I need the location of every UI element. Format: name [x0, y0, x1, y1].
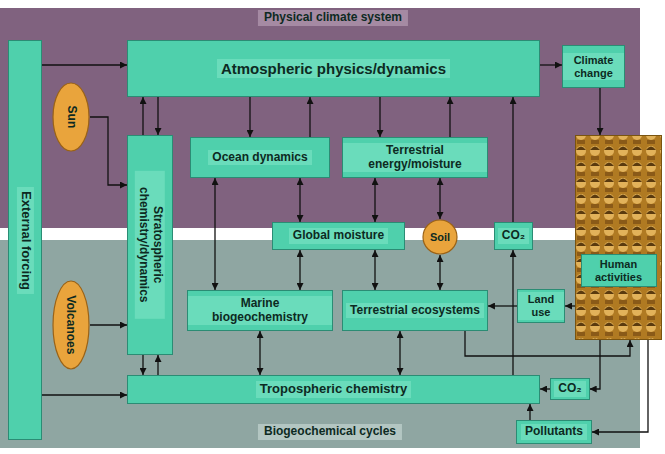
node-label: External forcing: [17, 187, 34, 294]
flow-arrow: [42, 394, 127, 395]
flow-arrow: [142, 355, 143, 375]
process-box: Terrestrial energy/moisture: [342, 137, 488, 178]
process-box: Global moisture: [272, 222, 405, 250]
crowd-picture: [575, 135, 662, 340]
process-box: Atmospheric physics/dynamics: [127, 40, 540, 97]
flow-arrow: [374, 250, 375, 290]
flow-arrow: [214, 178, 215, 290]
node-label: CO₂: [498, 228, 529, 244]
volcano-oval: Volcanoes: [52, 280, 90, 370]
flow-arrow: [249, 97, 250, 137]
process-box: Terrestrial ecosystems: [342, 290, 488, 331]
process-box: Ocean dynamics: [190, 137, 330, 178]
flow-arrow: [599, 88, 600, 135]
flow-arrow: [565, 305, 575, 306]
node-label: Land use: [518, 292, 564, 319]
flow-arrow: [157, 355, 158, 375]
node-label: Ocean dynamics: [208, 150, 311, 166]
region-label: Biogeochemical cycles: [258, 424, 402, 440]
flow-arrow: [590, 340, 600, 389]
process-box: Stratospheric chemistry/dynamics: [127, 135, 173, 355]
flow-arrow: [439, 178, 440, 219]
flow-arrow: [488, 305, 517, 306]
oval-shape: [423, 220, 457, 254]
biogeochemical-region: [0, 240, 640, 448]
node-label: Tropospheric chemistry: [256, 381, 411, 398]
flow-arrow: [90, 117, 127, 185]
flow-arrow: [540, 64, 562, 65]
flow-arrow: [259, 331, 260, 375]
outcome-box: Climate change: [562, 45, 625, 88]
forcing-bar: External forcing: [8, 40, 42, 440]
node-label: Pollutants: [521, 424, 587, 440]
flow-arrow: [299, 250, 300, 290]
region-label-holder: Physical climate system: [258, 10, 408, 26]
flux-box: CO₂: [550, 378, 589, 400]
node-label: CO₂: [554, 381, 585, 397]
flow-arrow: [42, 64, 127, 65]
driver-box: Land use: [517, 289, 565, 322]
oval-shape: [53, 83, 89, 151]
node-label: Volcanoes: [64, 295, 78, 354]
region-label-holder: Biogeochemical cycles: [258, 424, 402, 440]
flux-box: CO₂: [494, 222, 533, 250]
node-label: Atmospheric physics/dynamics: [217, 59, 450, 78]
oval-shape: [53, 281, 89, 369]
flow-arrow: [299, 178, 300, 222]
flow-arrow: [399, 331, 400, 375]
node-label: Climate change: [563, 53, 624, 80]
flow-arrow: [439, 255, 440, 290]
node-label: Marine biogeochemistry: [188, 296, 332, 326]
flow-arrow: [540, 388, 550, 389]
flow-arrow: [142, 97, 143, 135]
node-label: Terrestrial ecosystems: [346, 303, 484, 319]
process-box: Tropospheric chemistry: [127, 375, 540, 404]
panel-label: Human activities: [581, 254, 657, 287]
flow-arrow: [512, 97, 513, 222]
flow-arrow: [309, 97, 310, 137]
driver-box: Pollutants: [516, 420, 592, 444]
process-box: Marine biogeochemistry: [187, 290, 333, 331]
flow-arrow: [90, 324, 127, 325]
sun-oval: Sun: [52, 82, 90, 152]
flow-arrow: [157, 97, 158, 135]
soil-circle: Soil: [422, 219, 458, 255]
flow-arrow: [449, 97, 450, 137]
node-label: Stratospheric chemistry/dynamics: [135, 171, 165, 319]
physical-region: [0, 8, 640, 228]
node-label: Global moisture: [289, 228, 388, 244]
human-panel: Human activities: [575, 135, 662, 340]
region-label: Physical climate system: [258, 10, 408, 26]
node-label: Sun: [64, 106, 78, 129]
flow-arrow: [379, 97, 380, 137]
flow-arrow: [592, 340, 648, 432]
node-label: Soil: [430, 231, 450, 244]
node-label: Terrestrial energy/moisture: [343, 143, 487, 173]
flow-arrow: [529, 404, 530, 420]
flow-arrow: [374, 178, 375, 222]
flow-arrow: [465, 331, 630, 356]
